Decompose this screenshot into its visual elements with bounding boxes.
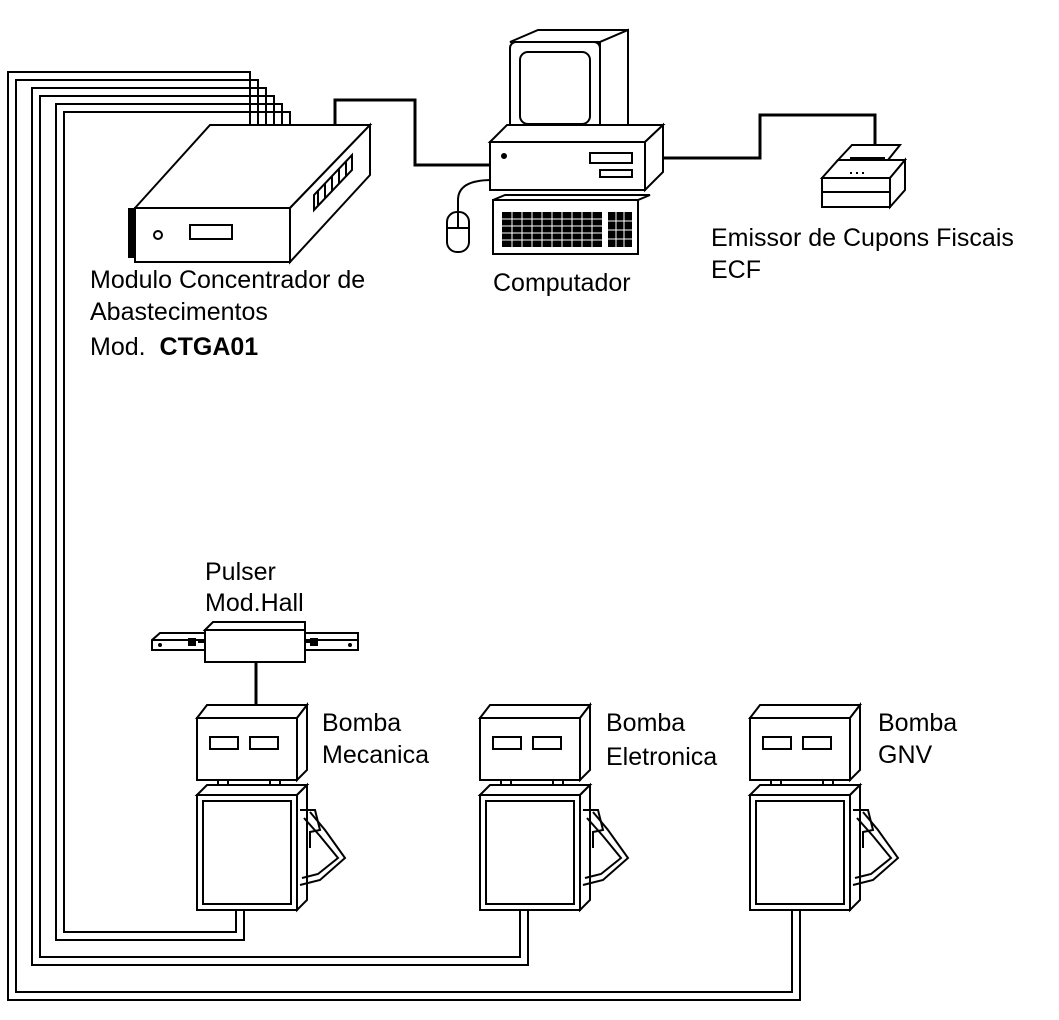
pump-gnv-label-line1: Bomba (878, 709, 957, 737)
pump-mecanica-label-line1: Bomba (322, 709, 401, 737)
pump-eletronica-label-line2: Eletronica (606, 743, 717, 771)
pump-gnv-label: Bomba GNV (878, 709, 957, 769)
cable-concentrator-computer (333, 98, 492, 167)
concentrator-label-line1: Modulo Concentrador de (90, 266, 365, 294)
printer-label: Emissor de Cupons Fiscais ECF (711, 224, 1014, 284)
concentrator-model-prefix: Mod. (90, 333, 146, 361)
pulser-label: Pulser Mod.Hall (205, 558, 304, 617)
cable-mecanica-inner (63, 111, 291, 933)
pump-mecanica-label-line2: Mecanica (322, 741, 429, 769)
cable-eletronica-inner (39, 95, 521, 958)
pump-eletronica-label: Bomba Eletronica (606, 709, 717, 771)
concentrator-label-line3: Mod. CTGA01 (90, 333, 258, 361)
pump-gnv-icon (747, 702, 900, 913)
concentrator-module-icon (128, 122, 373, 265)
fiscal-printer-icon (819, 144, 908, 210)
pump-eletronica-icon (477, 702, 630, 913)
cable-eletronica-outer (31, 87, 529, 966)
vent-slots (313, 152, 353, 213)
computer-icon (446, 28, 666, 255)
keyboard-icon (492, 194, 651, 255)
printer-label-line1: Emissor de Cupons Fiscais (711, 224, 1014, 252)
computer-case-icon (487, 122, 666, 193)
pump-mecanica-icon (194, 702, 347, 913)
mouse-icon (446, 211, 470, 253)
pump-mecanica-label: Bomba Mecanica (322, 709, 429, 769)
pump-eletronica-label-line1: Bomba (606, 709, 685, 737)
cable-bundle (7, 71, 801, 1001)
cable-mecanica-outer (55, 103, 283, 941)
cable-computer-printer (663, 113, 877, 160)
computer-label: Computador (493, 269, 631, 297)
monitor-icon (509, 28, 629, 137)
mouse-cord (457, 179, 493, 212)
concentrator-model-name: CTGA01 (160, 333, 259, 361)
pulser-label-line2: Mod.Hall (205, 589, 304, 617)
printer-label-line2: ECF (711, 256, 761, 284)
concentrator-label-line2: Abastecimentos (90, 298, 268, 326)
concentrator-label: Modulo Concentrador de Abastecimentos Mo… (90, 266, 365, 361)
pulser-icon (151, 621, 359, 663)
pulser-label-line1: Pulser (205, 558, 276, 586)
pump-gnv-label-line2: GNV (878, 741, 933, 769)
cable-gnv-outer (7, 71, 801, 1001)
